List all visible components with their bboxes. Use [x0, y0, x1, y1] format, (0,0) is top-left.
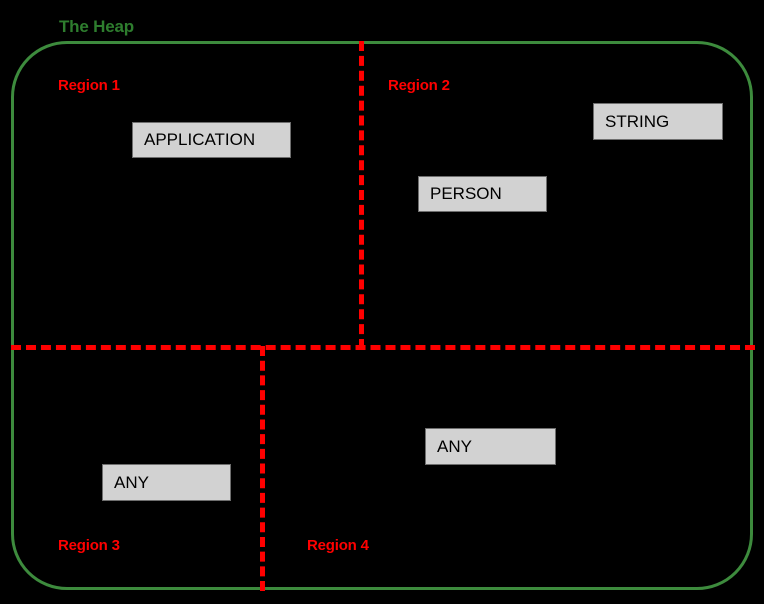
- object-box-application: APPLICATION: [132, 122, 291, 158]
- region-label-3: Region 3: [58, 537, 120, 554]
- region-label-1: Region 1: [58, 77, 120, 94]
- region-label-2: Region 2: [388, 77, 450, 94]
- heap-title-label: The Heap: [59, 17, 134, 36]
- vertical-divider-line-upper: [359, 41, 364, 349]
- vertical-divider-line-lower: [260, 346, 265, 591]
- heap-boundary-outline: [11, 41, 753, 590]
- region-label-4: Region 4: [307, 537, 369, 554]
- object-box-any-region4: ANY: [425, 428, 556, 465]
- object-box-any-region3: ANY: [102, 464, 231, 501]
- object-box-string: STRING: [593, 103, 723, 140]
- horizontal-divider-line: [11, 345, 755, 350]
- object-box-person: PERSON: [418, 176, 547, 212]
